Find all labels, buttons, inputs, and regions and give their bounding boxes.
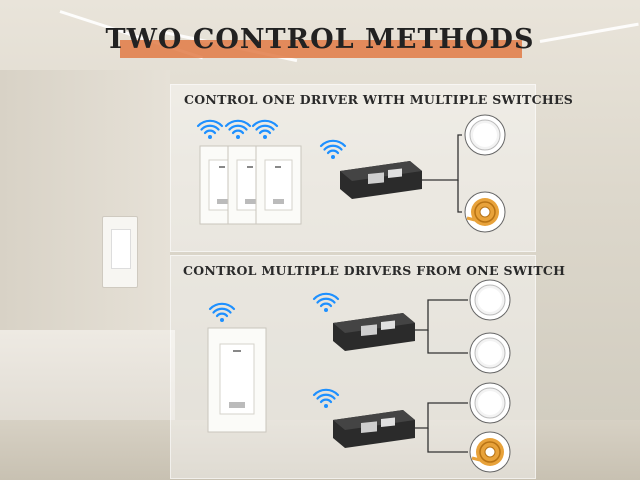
wall-switch-icon [207,327,267,433]
wire [422,134,462,181]
floor [0,420,640,480]
section-title-one-driver: CONTROL ONE DRIVER WITH MULTIPLE SWITCHE… [184,92,574,107]
wifi-icon [224,119,252,141]
wire [427,428,468,453]
wifi-icon [312,292,340,314]
driver-box-icon [333,410,415,448]
driver-box-icon [333,313,415,351]
page-title: TWO CONTROL METHODS [105,24,535,55]
wifi-icon [251,119,279,141]
wifi-icon [312,388,340,410]
wire [415,299,468,331]
wifi-icon [319,139,347,161]
led-strip-reel-icon [468,430,512,474]
driver-box-icon [340,161,422,199]
wifi-icon [196,119,224,141]
wire [457,180,462,213]
downlight-icon [469,332,511,374]
wire [427,330,468,354]
wire [415,402,468,429]
section-title-multiple-drivers: CONTROL MULTIPLE DRIVERS FROM ONE SWITCH [183,263,566,278]
wall-switch-icon [102,216,138,288]
wall-switch-icon [255,145,302,225]
led-strip-reel-icon [463,190,507,234]
wifi-icon [208,302,236,324]
title-underline [120,40,522,58]
downlight-icon [469,279,511,321]
downlight-icon [464,114,506,156]
downlight-icon [469,382,511,424]
